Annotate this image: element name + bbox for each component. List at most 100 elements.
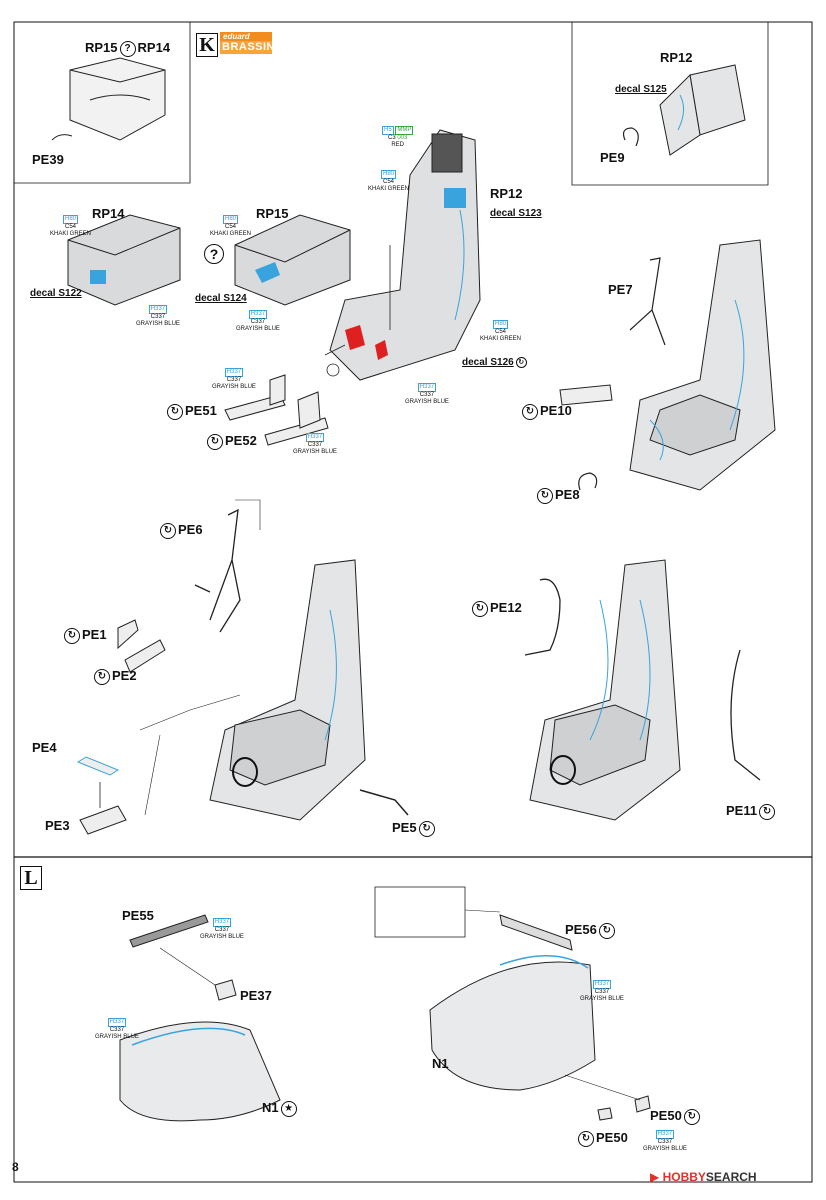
paint-name: KHAKI GREEN [210, 231, 252, 237]
question-icon: ? [204, 244, 224, 264]
paint-n1-left: H337 C337 GRAYISH BLUE [95, 1018, 139, 1041]
rp14-text: RP14 [137, 40, 171, 55]
paint-code: H80 [63, 215, 79, 224]
flip-icon: ↻ [418, 820, 435, 837]
question-icon: ? [119, 40, 136, 57]
decal-s126-text: decal S126 [462, 357, 514, 369]
paint-code: H5 [382, 126, 394, 135]
seat-right-top [629, 239, 776, 491]
pe7-label: PE7 [608, 282, 633, 297]
paint-code: H80 [493, 320, 509, 329]
rp15-rp14-label: RP15?RP14 [85, 40, 170, 57]
n1-left-label: N1★ [262, 1100, 299, 1117]
paint-pe51: H337 C337 GRAYISH BLUE [212, 368, 256, 391]
rp12-top-label: RP12 [660, 50, 693, 65]
paint-seat-gray: H337 C337 GRAYISH BLUE [405, 383, 449, 406]
paint-rp14-b: H337 C337 GRAYISH BLUE [136, 305, 180, 328]
decal-s123-label: decal S123 [490, 208, 542, 219]
paint-code: H337 [592, 980, 612, 989]
decal-s124-label: decal S124 [195, 293, 247, 304]
pe12-label: ↻PE12 [470, 600, 522, 617]
pe4-label: PE4 [32, 740, 57, 755]
paint-code: H337 [107, 1018, 127, 1027]
pe1-part [117, 619, 139, 650]
paint-c: C54 [65, 224, 77, 230]
pe39-part [51, 134, 73, 141]
pe52-text: PE52 [225, 433, 257, 448]
paint-code: H337 [417, 383, 437, 392]
n1-right-label: N1 [432, 1056, 449, 1071]
pe8-text: PE8 [555, 487, 580, 502]
page-frame [13, 21, 813, 1183]
pe6-label: ↻PE6 [158, 522, 203, 539]
pe11-label: PE11↻ [726, 803, 777, 820]
n1-left-text: N1 [262, 1100, 279, 1115]
step-l-marker: L [20, 866, 42, 890]
step-l-art [119, 914, 651, 1122]
paint-code: H80 [381, 170, 397, 179]
paint-c: C337 [109, 1027, 125, 1033]
eduard-brassin-logo: eduard BRASSIN [220, 32, 276, 54]
paint-code: H337 [212, 918, 232, 927]
pe8-part [578, 472, 598, 491]
pe11-part [730, 649, 761, 781]
paint-c: C3 [387, 135, 396, 141]
pe8-label: ↻PE8 [535, 487, 580, 504]
inset-box-rp15 [14, 22, 191, 184]
pe1-text: PE1 [82, 627, 107, 642]
paint-name: GRAYISH BLUE [236, 326, 280, 332]
pe39-label: PE39 [32, 152, 64, 167]
paint-seat-khaki: H80 C54 KHAKI GREEN [368, 170, 409, 193]
rp12-main-label: RP12 [490, 186, 523, 201]
pe55-label: PE55 [122, 908, 154, 923]
pe52-label: ↻PE52 [205, 433, 257, 450]
cushion-rp15 [234, 214, 351, 306]
paint-code: H337 [224, 368, 244, 377]
logo-top-text: eduard [220, 32, 272, 41]
paint-seat-khaki-2: H80 C54 KHAKI GREEN [480, 320, 521, 343]
logo-bottom-text: BRASSIN [220, 41, 276, 54]
paint-code: H337 [655, 1130, 675, 1139]
flip-icon: ↻ [537, 487, 553, 504]
question-mark: ? [202, 244, 226, 264]
rp14-label: RP14 [92, 206, 125, 221]
paint-c: C337 [214, 927, 230, 933]
paint-c: C54 [383, 179, 395, 185]
detail-inset [374, 886, 466, 938]
paint-code: H337 [248, 310, 268, 319]
pe56-text: PE56 [565, 922, 597, 937]
paint-name: KHAKI GREEN [368, 186, 410, 192]
pe3-label: PE3 [45, 818, 70, 833]
pe10-text: PE10 [540, 403, 572, 418]
rp15-label: RP15 [256, 206, 289, 221]
flip-icon: ↻ [578, 1130, 594, 1147]
paint-c: C337 [594, 989, 610, 995]
paint-c: C54 [495, 329, 507, 335]
paint-mmp-code: 003 [397, 135, 408, 141]
pe7-part [629, 257, 666, 346]
page-number: 8 [12, 1160, 19, 1174]
pe6-text: PE6 [178, 522, 203, 537]
pe2-label: ↻PE2 [92, 668, 137, 685]
paint-pe52: H337 C337 GRAYISH BLUE [293, 433, 337, 456]
watermark-text-a: HOBBY [662, 1170, 706, 1184]
paint-name: GRAYISH BLUE [136, 321, 180, 327]
pe12-part [524, 578, 561, 656]
watermark: ▶ HOBBYSEARCH [650, 1170, 757, 1184]
seat-middle-right [529, 559, 681, 821]
cushion-rp14 [67, 214, 181, 306]
pe51-label: ↻PE51 [165, 403, 217, 420]
flip-icon: ↻ [207, 433, 223, 450]
pe50-b-text: PE50 [596, 1130, 628, 1145]
seat-middle-left [209, 559, 366, 821]
pe2-part [124, 639, 166, 673]
paint-rp15-b: H337 C337 GRAYISH BLUE [236, 310, 280, 333]
cushion-rp15-rp14 [69, 57, 166, 141]
pe51-pe52-parts [224, 374, 329, 446]
step-k-marker: K [196, 33, 218, 57]
pe11-text: PE11 [726, 803, 758, 818]
paint-name: RED [391, 142, 404, 148]
paint-c: C337 [419, 392, 435, 398]
paint-mmp: MMP [395, 126, 414, 135]
